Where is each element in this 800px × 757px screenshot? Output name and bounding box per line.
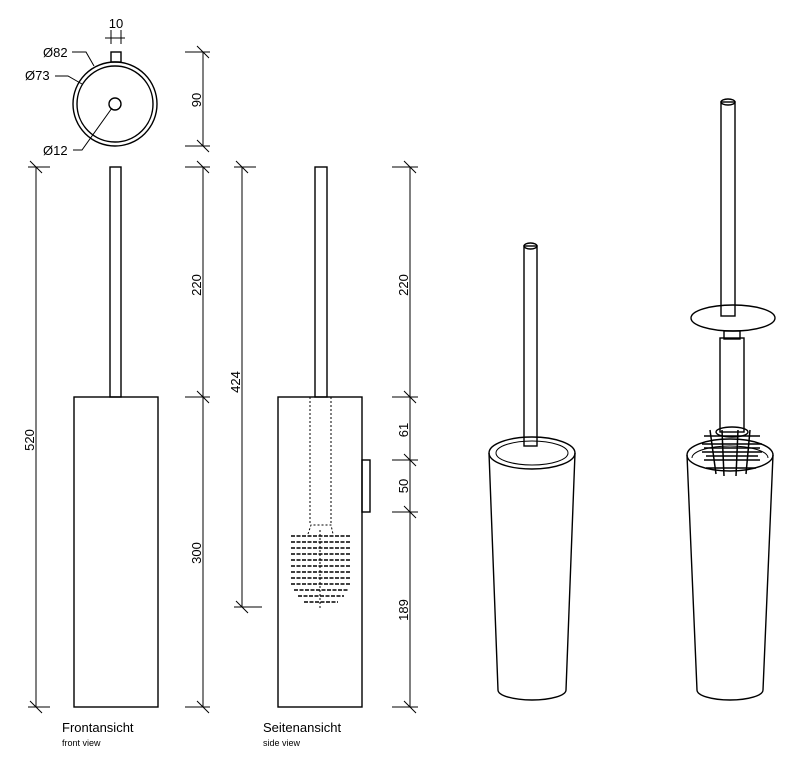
side-view-sublabel: side view <box>263 738 301 748</box>
dim-body: 300 <box>189 542 204 564</box>
front-body <box>73 396 159 708</box>
dim-hole: Ø12 <box>43 143 68 158</box>
inner-circle <box>76 65 154 143</box>
top-view: 10 Ø82 Ø73 Ø12 90 <box>25 16 210 158</box>
front-view: 520 220 300 Frontansicht front view <box>22 160 210 748</box>
wall-bracket <box>361 459 371 513</box>
dim-rod: 220 <box>189 274 204 296</box>
dim-outer: Ø82 <box>43 45 68 60</box>
wall-mount-nub <box>110 51 122 63</box>
dim-inner: Ø73 <box>25 68 50 83</box>
dim-upper: 61 <box>396 423 411 437</box>
perspective-brush <box>702 429 762 477</box>
front-view-label: Frontansicht <box>62 720 134 735</box>
dim-height: 90 <box>189 93 204 107</box>
perspective-closed <box>488 242 576 701</box>
brush-bristles <box>291 535 351 603</box>
dim-bracket: 50 <box>396 479 411 493</box>
dim-nub: 10 <box>109 16 123 31</box>
side-body <box>277 396 363 708</box>
dim-lower: 189 <box>396 599 411 621</box>
front-rod <box>109 166 122 398</box>
dim-side-rod: 220 <box>396 274 411 296</box>
hole-circle <box>108 97 122 111</box>
dim-total: 520 <box>22 429 37 451</box>
front-view-sublabel: front view <box>62 738 101 748</box>
perspective-open <box>686 98 776 701</box>
side-view: 424 220 61 50 189 Seitenansicht side vie… <box>228 160 418 748</box>
outer-circle <box>72 61 158 147</box>
side-rod <box>314 166 328 398</box>
dim-brush: 424 <box>228 371 243 393</box>
side-view-label: Seitenansicht <box>263 720 341 735</box>
